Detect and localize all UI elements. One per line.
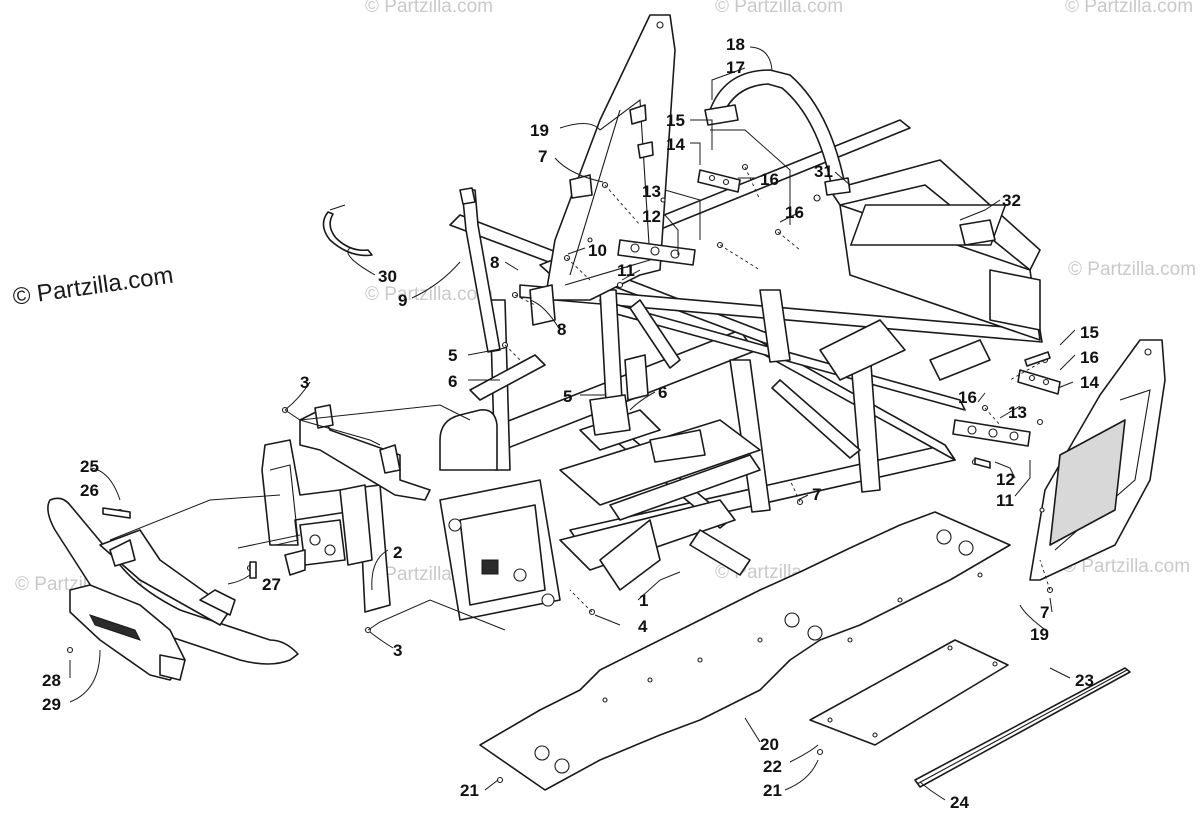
callout-7: 7 [538,147,547,166]
callout-19: 19 [530,121,549,140]
callout-7: 7 [1040,603,1049,622]
tie-down-strap [322,204,373,257]
rops-right-pillar [1029,339,1166,581]
callout-5: 5 [563,387,572,406]
callout-5: 5 [448,346,457,365]
rops-left-pillar [544,14,676,301]
callout-6: 6 [658,383,667,402]
callout-16: 16 [760,170,779,189]
callout-25: 25 [80,457,99,476]
callout-16: 16 [785,203,804,222]
callout-8: 8 [557,320,566,339]
callout-10: 10 [588,241,607,260]
callout-leaders [69,46,1076,801]
callout-1: 1 [639,591,648,610]
callout-15: 15 [666,111,685,130]
callout-21: 21 [460,781,479,800]
watermark-ghost: © Partzilla.com [1062,556,1190,577]
callout-17: 17 [726,58,745,77]
callout-8: 8 [490,253,499,272]
callout-16: 16 [1080,348,1099,367]
rops-rear-bar [704,69,851,196]
seat-bracket-upper [697,169,741,193]
callout-18: 18 [726,35,745,54]
callout-14: 14 [666,135,685,154]
callout-4: 4 [638,617,648,636]
watermark-ghost: © Partzilla.com [1068,259,1196,280]
callout-12: 12 [642,207,661,226]
callout-30: 30 [378,267,397,286]
callout-21: 21 [763,781,782,800]
rops-front-post [459,187,501,353]
radiator-upper-bracket [299,404,431,501]
callout-22: 22 [763,757,782,776]
callout-12: 12 [996,470,1015,489]
watermark-ghost: © Partzilla.com [1065,0,1193,17]
front-bumper [47,497,299,665]
mount-plates [529,284,649,436]
assembly-lines [109,129,1051,631]
bumper-guard [69,584,186,681]
callout-31: 31 [814,162,833,181]
callout-7: 7 [812,485,821,504]
callout-20: 20 [760,735,779,754]
watermark-ghost: © Partzilla.com [365,0,493,17]
callout-labels: 18 17 19 7 15 14 16 31 32 16 13 12 10 11… [42,35,1099,812]
callout-11: 11 [996,491,1014,510]
callout-24: 24 [950,793,969,812]
skid-plate [479,511,1011,791]
callout-19: 19 [1030,625,1049,644]
watermark-ghost: © Partzilla.com [365,284,493,305]
rail-strip [914,667,1131,788]
seat-bracket-right [952,369,1061,447]
seat-bracket-left [617,239,696,266]
partzilla-watermark: © Partzilla.com [11,262,175,311]
callout-13: 13 [1008,403,1027,422]
callout-14: 14 [1080,373,1099,392]
radiator-mount [261,439,391,613]
callout-9: 9 [398,291,407,310]
callout-27: 27 [262,575,281,594]
callout-28: 28 [42,671,61,690]
callout-3: 3 [393,641,402,660]
side-skid-panel [809,639,1009,746]
main-frame [439,119,1043,621]
callout-16: 16 [958,388,977,407]
callout-2: 2 [393,543,402,562]
watermark-ghost: © Partzilla.com [715,0,843,17]
callout-32: 32 [1002,191,1021,210]
callout-26: 26 [80,481,99,500]
callout-15: 15 [1080,323,1099,342]
callout-13: 13 [642,182,661,201]
callout-23: 23 [1075,671,1094,690]
callout-11: 11 [617,261,635,280]
callout-29: 29 [42,695,61,714]
callout-3: 3 [300,373,309,392]
callout-6: 6 [448,372,457,391]
